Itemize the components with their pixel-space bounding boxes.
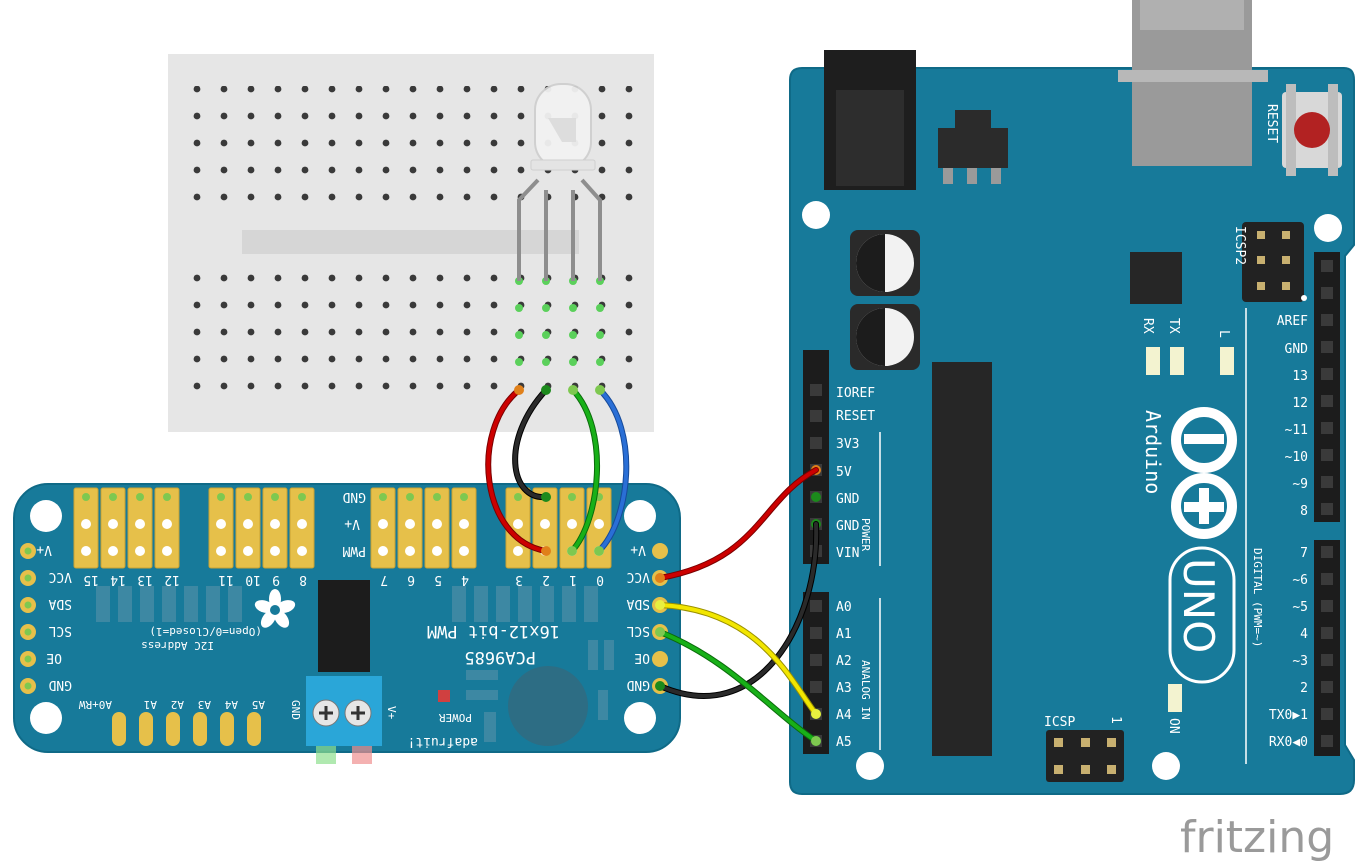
- power-pin-label: 3V3: [836, 437, 859, 452]
- power-pin-label: 5V: [836, 465, 852, 480]
- terminal-gnd-label: GND: [289, 700, 302, 720]
- digital-pin-label: 12: [1292, 396, 1308, 411]
- channel-label: 12: [164, 572, 180, 587]
- channel-label: 5: [434, 572, 442, 587]
- uno-logo: UNO: [1174, 558, 1223, 653]
- rx-label: RX: [1140, 318, 1155, 334]
- pca-title-line1: 16x12-bit PWM: [427, 621, 560, 641]
- on-led-label: ON: [1166, 718, 1181, 734]
- addr-pin-label: A0+RW: [79, 698, 112, 711]
- rail-label-vplus: V+: [344, 516, 360, 531]
- channel-label: 3: [515, 572, 523, 587]
- channel-label: 11: [218, 572, 234, 587]
- channel-label: 6: [407, 572, 415, 587]
- pca-left-pin-label: GND: [48, 677, 72, 692]
- addr-pin-label: A4: [224, 698, 238, 711]
- power-pin-label: IOREF: [836, 386, 875, 401]
- pca-left-pin-label: SCL: [48, 623, 72, 638]
- wire-endpoints: [514, 385, 821, 746]
- analog-pin-label: A2: [836, 654, 852, 669]
- l-led-label: L: [1216, 330, 1231, 338]
- channel-label: 14: [110, 572, 126, 587]
- digital-pin-label: TX0▶1: [1269, 708, 1308, 723]
- analog-pin-label: A1: [836, 627, 852, 642]
- addr-pin-label: A5: [252, 698, 265, 711]
- pca-title-line2: PCA9685: [464, 647, 536, 667]
- arduino-uno-board: [789, 0, 1355, 795]
- rgb-led: [517, 83, 602, 281]
- reset-label: RESET: [1264, 104, 1279, 143]
- adafruit-brand: adafruit!: [408, 734, 478, 749]
- channel-label: 8: [299, 572, 307, 587]
- pca-labels: V+ VCC SDA SCL OE GND V+ VCC SDA SCL OE …: [36, 489, 650, 749]
- channel-label: 9: [272, 572, 280, 587]
- digital-pin-label: 7: [1300, 546, 1308, 561]
- i2c-address-label: I2C Address: [141, 639, 214, 652]
- arduino-labels: IOREF RESET 3V3 5V GND GND VIN A0 A1 A2 …: [836, 104, 1308, 750]
- channel-label: 2: [542, 572, 550, 587]
- pca-right-pin-label: VCC: [627, 569, 650, 584]
- digital-pin-label: ~3: [1292, 654, 1308, 669]
- digital-pin-label: ~11: [1285, 423, 1308, 438]
- addr-pin-label: A1: [144, 698, 157, 711]
- analog-pin-label: A0: [836, 600, 852, 615]
- power-section-label: POWER: [859, 518, 872, 551]
- digital-pin-label: ~9: [1292, 477, 1308, 492]
- digital-pin-label: GND: [1285, 342, 1309, 357]
- digital-pin-label: 8: [1300, 504, 1308, 519]
- channel-label: 13: [137, 572, 153, 587]
- power-pin-label: GND: [836, 492, 860, 507]
- i2c-address-hint: (Open=0/Closed=1): [149, 625, 262, 638]
- addr-pin-label: A3: [198, 698, 211, 711]
- fritzing-watermark: fritzing: [1180, 812, 1334, 863]
- pca-right-pin-label: OE: [634, 650, 650, 665]
- pca-left-pin-label: SDA: [48, 596, 72, 611]
- analog-pin-label: A3: [836, 681, 852, 696]
- pca-right-pin-label: GND: [626, 677, 650, 692]
- icsp2-label: ICSP2: [1232, 226, 1247, 265]
- arduino-brand: Arduino: [1141, 410, 1165, 494]
- digital-pin-label: ~10: [1285, 450, 1308, 465]
- channel-label: 1: [569, 572, 577, 587]
- power-pin-label: VIN: [836, 546, 859, 561]
- digital-pin-label: ~6: [1292, 573, 1308, 588]
- rail-label-gnd: GND: [342, 489, 366, 504]
- icsp-pin1-label: 1: [1108, 716, 1123, 724]
- channel-label: 7: [380, 572, 388, 587]
- power-pin-label: RESET: [836, 409, 875, 424]
- tx-label: TX: [1166, 318, 1181, 334]
- channel-label: 4: [461, 572, 469, 587]
- analog-section-label: ANALOG IN: [859, 660, 872, 720]
- pca-left-pin-label: V+: [36, 542, 52, 557]
- wires: [485, 387, 820, 744]
- pca-right-pin-label: V+: [630, 542, 646, 557]
- power-led-label: POWER: [439, 711, 472, 724]
- digital-pin-label: 2: [1300, 681, 1308, 696]
- digital-pin-label: RX0◀0: [1269, 735, 1308, 750]
- analog-pin-label: A5: [836, 735, 852, 750]
- channel-label: 0: [596, 572, 604, 587]
- digital-pin-label: AREF: [1277, 314, 1308, 329]
- pca-servo-headers: [20, 487, 668, 694]
- rail-label-pwm: PWM: [342, 543, 366, 558]
- digital-section-label: DIGITAL (PWM=~): [1251, 548, 1264, 647]
- icsp-label: ICSP: [1044, 715, 1075, 730]
- pca-right-pin-label: SDA: [626, 596, 650, 611]
- pca-left-pin-label: OE: [46, 650, 62, 665]
- channel-label: 10: [245, 572, 261, 587]
- digital-pin-label: 4: [1300, 627, 1308, 642]
- analog-pin-label: A4: [836, 708, 852, 723]
- pca-left-pin-label: VCC: [49, 569, 72, 584]
- pca-right-pin-label: SCL: [626, 623, 650, 638]
- digital-pin-label: ~5: [1292, 600, 1308, 615]
- digital-pin-label: 13: [1292, 369, 1308, 384]
- terminal-vplus-label: V+: [385, 706, 398, 720]
- power-pin-label: GND: [836, 519, 860, 534]
- channel-label: 15: [83, 572, 99, 587]
- addr-pin-label: A2: [171, 698, 184, 711]
